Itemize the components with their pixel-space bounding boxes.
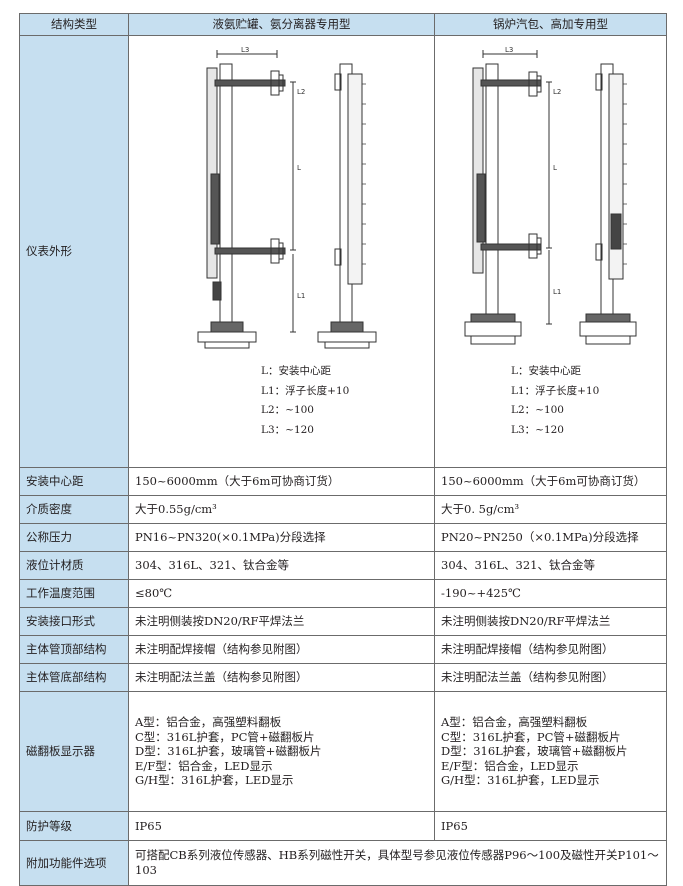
spec-row-pressure: 公称压力 PN16~PN320(×0.1MPa)分段选择 PN20~PN250（…: [19, 523, 667, 552]
legend-l1: L1：浮子长度+10: [261, 384, 350, 397]
spec-row-connection: 安装接口形式 未注明侧装按DN20/RF平焊法兰 未注明侧装按DN20/RF平焊…: [19, 607, 667, 636]
boiler-gauge-drawing: L3 L2 L L1: [464, 46, 637, 345]
dim-l3: L3: [241, 46, 249, 54]
legend-l: L：安装中心距: [261, 365, 331, 377]
row-value-ammonia: 未注明配法兰盖（结构参见附图）: [128, 663, 435, 692]
boiler-diagram-cell: L3 L2 L L1 L：安装中心距 L1：浮子长度+10 L2：~100 L3…: [434, 35, 667, 468]
display-option-d: D型：316L护套，玻璃管+磁翻板片: [441, 744, 628, 759]
row-value-ammonia: 150~6000mm（大于6m可协商订货）: [128, 467, 435, 496]
display-options-ammonia: A型：铝合金，高强塑料翻板 C型：316L护套，PC管+磁翻板片 D型：316L…: [128, 691, 435, 812]
row-value-boiler: PN20~PN250（×0.1MPa)分段选择: [434, 523, 667, 552]
display-option-a: A型：铝合金，高强塑料翻板: [135, 715, 282, 730]
display-option-d: D型：316L护套，玻璃管+磁翻板片: [135, 744, 322, 759]
row-label: 附加功能件选项: [19, 840, 129, 886]
row-label: 主体管底部结构: [19, 663, 129, 692]
display-option-c: C型：316L护套，PC管+磁翻板片: [135, 729, 315, 744]
header-boiler-type: 锅炉汽包、高加专用型: [434, 13, 667, 36]
spec-table: 结构类型 液氨贮罐、氨分离器专用型 锅炉汽包、高加专用型 仪表外形: [19, 13, 667, 886]
diagram-row-label: 仪表外形: [19, 35, 129, 468]
row-value-ammonia: 大于0.55g/cm³: [128, 495, 435, 524]
spec-row-temperature: 工作温度范围 ≤80℃ -190~+425℃: [19, 579, 667, 608]
spec-row-extras: 附加功能件选项 可搭配CB系列液位传感器、HB系列磁性开关，具体型号参见液位传感…: [19, 840, 667, 886]
legend-l3: L3：~120: [511, 423, 564, 436]
spec-row-display: 磁翻板显示器 A型：铝合金，高强塑料翻板 C型：316L护套，PC管+磁翻板片 …: [19, 691, 667, 812]
dim-l2: L2: [297, 88, 305, 96]
ammonia-legend: L：安装中心距 L1：浮子长度+10 L2：~100 L3：~120: [135, 362, 428, 440]
display-option-a: A型：铝合金，高强塑料翻板: [441, 715, 588, 730]
display-options-boiler: A型：铝合金，高强塑料翻板 C型：316L护套，PC管+磁翻板片 D型：316L…: [434, 691, 667, 812]
row-value-boiler: 未注明配法兰盖（结构参见附图）: [434, 663, 667, 692]
ammonia-gauge-drawing: L3 L2 L L1: [197, 46, 377, 349]
display-option-ef: E/F型：铝合金，LED显示: [135, 758, 273, 773]
row-label: 防护等级: [19, 811, 129, 841]
boiler-legend: L：安装中心距 L1：浮子长度+10 L2：~100 L3：~120: [441, 362, 660, 440]
spec-row-install-distance: 安装中心距 150~6000mm（大于6m可协商订货） 150~6000mm（大…: [19, 467, 667, 496]
row-value-boiler: IP65: [434, 811, 667, 841]
row-label: 液位计材质: [19, 551, 129, 580]
dim-l1: L1: [297, 292, 305, 300]
spec-row-top-structure: 主体管顶部结构 未注明配焊接帽（结构参见附图） 未注明配焊接帽（结构参见附图）: [19, 635, 667, 664]
dim-l1-boiler: L1: [553, 288, 561, 296]
header-row: 结构类型 液氨贮罐、氨分离器专用型 锅炉汽包、高加专用型: [19, 13, 667, 36]
row-label: 安装中心距: [19, 467, 129, 496]
row-value-ammonia: 未注明配焊接帽（结构参见附图）: [128, 635, 435, 664]
spec-row-protection: 防护等级 IP65 IP65: [19, 811, 667, 841]
row-value-boiler: 未注明配焊接帽（结构参见附图）: [434, 635, 667, 664]
legend-l: L：安装中心距: [511, 365, 581, 377]
row-label: 公称压力: [19, 523, 129, 552]
row-label: 磁翻板显示器: [19, 691, 129, 812]
header-ammonia-type: 液氨贮罐、氨分离器专用型: [128, 13, 435, 36]
dim-l3-boiler: L3: [505, 46, 513, 54]
row-value-ammonia: 未注明侧装按DN20/RF平焊法兰: [128, 607, 435, 636]
row-label: 安装接口形式: [19, 607, 129, 636]
row-value-boiler: 304、316L、321、钛合金等: [434, 551, 667, 580]
row-value-ammonia: IP65: [128, 811, 435, 841]
spec-row-bottom-structure: 主体管底部结构 未注明配法兰盖（结构参见附图） 未注明配法兰盖（结构参见附图）: [19, 663, 667, 692]
extras-value: 可搭配CB系列液位传感器、HB系列磁性开关，具体型号参见液位传感器P96～100…: [128, 840, 667, 886]
spec-row-density: 介质密度 大于0.55g/cm³ 大于0. 5g/cm³: [19, 495, 667, 524]
row-label: 介质密度: [19, 495, 129, 524]
row-value-boiler: -190~+425℃: [434, 579, 667, 608]
header-structure-type: 结构类型: [19, 13, 129, 36]
row-value-boiler: 未注明侧装按DN20/RF平焊法兰: [434, 607, 667, 636]
dim-l: L: [297, 164, 301, 172]
legend-l2: L2：~100: [261, 404, 314, 416]
legend-l3: L3：~120: [261, 423, 314, 436]
display-option-c: C型：316L护套，PC管+磁翻板片: [441, 729, 621, 744]
row-value-ammonia: 304、316L、321、钛合金等: [128, 551, 435, 580]
legend-l2: L2：~100: [511, 404, 564, 416]
row-label: 工作温度范围: [19, 579, 129, 608]
row-value-ammonia: ≤80℃: [128, 579, 435, 608]
row-label: 主体管顶部结构: [19, 635, 129, 664]
row-value-ammonia: PN16~PN320(×0.1MPa)分段选择: [128, 523, 435, 552]
legend-l1: L1：浮子长度+10: [511, 384, 600, 397]
display-option-gh: G/H型：316L护套，LED显示: [135, 773, 294, 788]
ammonia-diagram-cell: L3 L2 L L1 L：安装中心距 L1：浮子长度+10 L2：~100 L3…: [128, 35, 435, 468]
dim-l-boiler: L: [553, 164, 557, 172]
row-value-boiler: 150~6000mm（大于6m可协商订货）: [434, 467, 667, 496]
dim-l2-boiler: L2: [553, 88, 561, 96]
spec-row-material: 液位计材质 304、316L、321、钛合金等 304、316L、321、钛合金…: [19, 551, 667, 580]
diagram-row: 仪表外形: [19, 35, 667, 468]
display-option-gh: G/H型：316L护套，LED显示: [441, 773, 600, 788]
row-value-boiler: 大于0. 5g/cm³: [434, 495, 667, 524]
display-option-ef: E/F型：铝合金，LED显示: [441, 758, 579, 773]
